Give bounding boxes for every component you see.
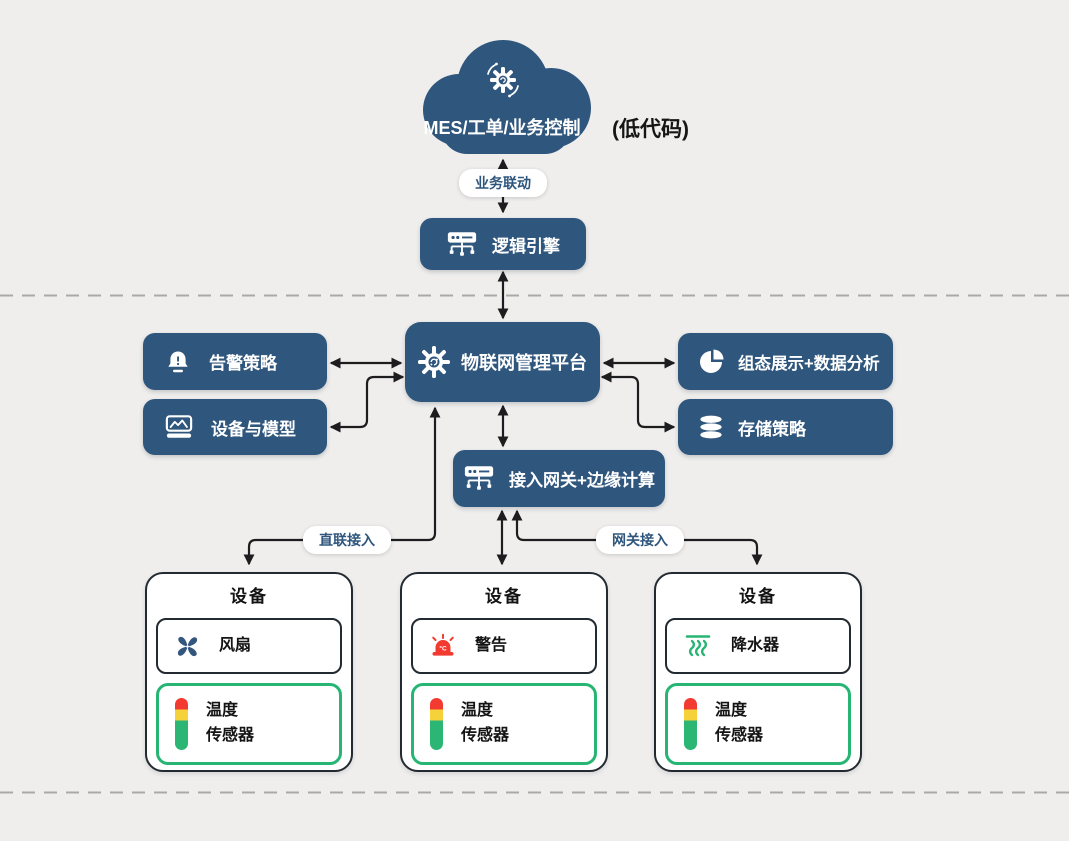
arrow-platform-storage — [600, 371, 676, 433]
sensor-label-line2: 传感器 — [715, 727, 764, 744]
node-access-gateway-label: 接入网关+边缘计算 — [509, 471, 655, 490]
label-direct-access: 直联接入 — [303, 526, 391, 554]
sensor-label: 温度传感器 — [715, 699, 763, 749]
temperature-bar-icon — [175, 698, 188, 750]
database-icon — [700, 415, 722, 438]
sensor-label-line2: 传感器 — [206, 727, 255, 744]
node-device-model-label: 设备与模型 — [211, 419, 296, 439]
node-scada-analytics: 组态展示+数据分析 — [678, 333, 893, 390]
alarm-light-icon: °C — [432, 633, 454, 656]
router-icon — [464, 466, 494, 490]
node-logic-engine-label: 逻辑引擎 — [492, 236, 560, 256]
device-sensor-box: 温度传感器 — [411, 683, 597, 765]
sensor-label-line1: 温度 — [206, 702, 239, 720]
node-access-gateway: 接入网关+边缘计算 — [453, 450, 665, 507]
temperature-bar-icon — [684, 698, 697, 750]
bell-alert-icon — [168, 351, 188, 372]
device-sensor-box: 温度传感器 — [665, 683, 851, 765]
device-component-fan: 风扇 — [156, 618, 342, 674]
cloud-label: MES/工单/业务控制 — [423, 118, 581, 138]
node-iot-platform: 物联网管理平台 — [405, 322, 600, 402]
automation-gear-icon — [487, 62, 519, 98]
temperature-bar-icon — [430, 698, 443, 750]
sensor-label: 温度传感器 — [461, 699, 509, 749]
node-scada-analytics-label: 组态展示+数据分析 — [738, 354, 880, 373]
device-title: 设备 — [230, 586, 268, 606]
node-device-model: 设备与模型 — [143, 399, 327, 455]
node-alarm-policy: 告警策略 — [143, 333, 327, 390]
arrow-platform-devicemodel — [329, 371, 405, 433]
node-logic-engine: 逻辑引擎 — [420, 218, 586, 270]
router-icon — [447, 231, 477, 256]
device-title: 设备 — [739, 586, 777, 606]
device-component-label: 降水器 — [731, 636, 780, 654]
device-sensor-box: 温度传感器 — [156, 683, 342, 765]
model-chart-card-icon — [165, 415, 193, 438]
sprinkler-icon — [685, 635, 711, 657]
node-iot-platform-label: 物联网管理平台 — [461, 353, 587, 373]
fan-icon — [177, 636, 198, 656]
device-card-1: 设备 风扇 温度传感器 — [145, 572, 353, 772]
pie-chart-icon — [700, 349, 724, 373]
device-component-sprinkler: 降水器 — [665, 618, 851, 674]
node-alarm-policy-label: 告警策略 — [209, 354, 277, 373]
low-code-note: (低代码) — [612, 118, 689, 141]
device-card-2: 设备 °C 警告 温度传感器 — [400, 572, 608, 772]
sensor-label: 温度传感器 — [206, 699, 254, 749]
device-card-3: 设备 降水器 温度传感器 — [654, 572, 862, 772]
device-component-alarm: °C 警告 — [411, 618, 597, 674]
sensor-label-line1: 温度 — [461, 702, 494, 720]
sensor-label-line1: 温度 — [715, 702, 748, 720]
gear-sync-icon — [418, 346, 450, 378]
sensor-label-line2: 传感器 — [461, 727, 510, 744]
device-component-label: 风扇 — [219, 636, 252, 654]
label-business-link: 业务联动 — [459, 169, 547, 197]
label-gateway-access: 网关接入 — [596, 526, 684, 554]
node-storage-policy-label: 存储策略 — [738, 419, 806, 439]
node-storage-policy: 存储策略 — [678, 399, 893, 455]
alarm-badge-text: °C — [439, 644, 447, 652]
device-title: 设备 — [485, 586, 523, 606]
device-component-label: 警告 — [475, 636, 508, 654]
